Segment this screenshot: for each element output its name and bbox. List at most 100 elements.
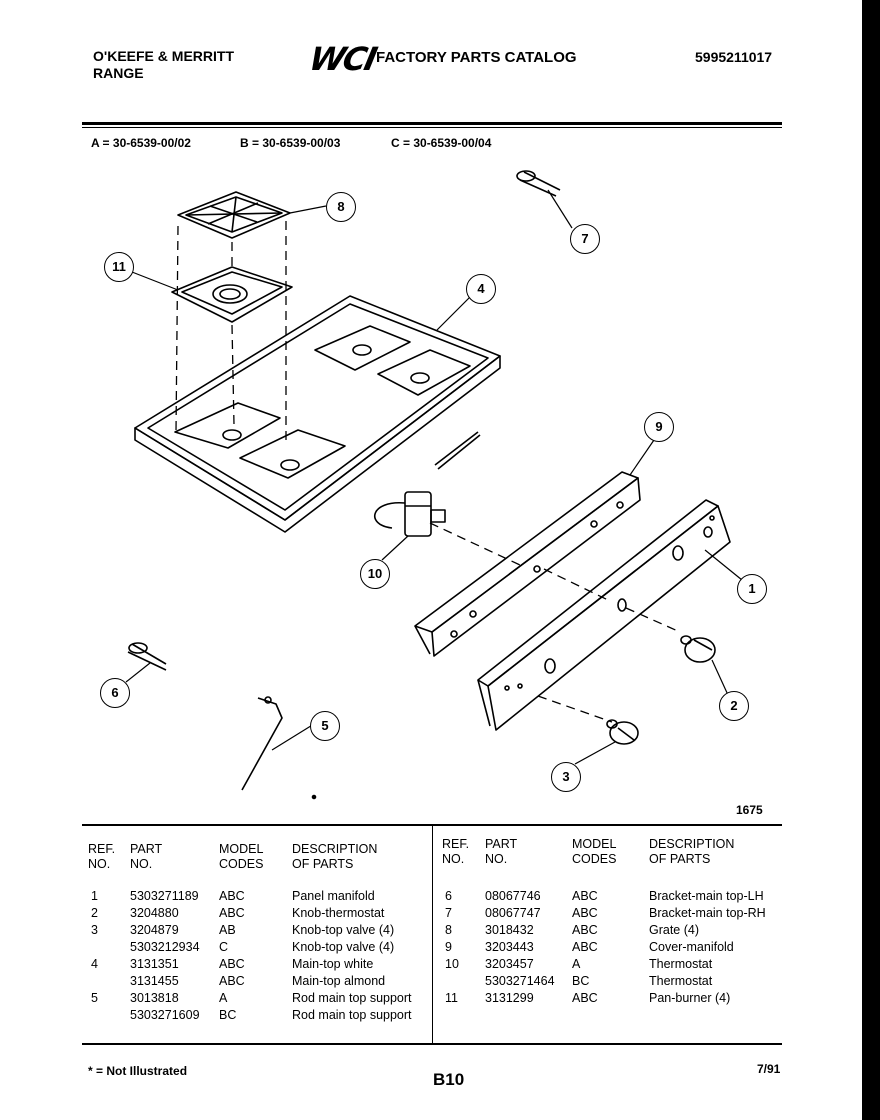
cell-model: ABC [219,974,245,988]
cell-part: 3131299 [485,991,534,1005]
callout-7: 7 [570,224,600,254]
cell-part: 5303212934 [130,940,200,954]
figure-number: 1675 [736,803,763,817]
cell-desc: Main-top white [292,957,374,971]
callout-8: 8 [326,192,356,222]
top-valve-knob-part [606,719,639,745]
cell-model: BC [219,1008,237,1022]
cell-model: ABC [572,923,598,937]
cell-desc: Cover-manifold [649,940,734,954]
cell-model: AB [219,923,236,937]
callout-5: 5 [310,711,340,741]
cell-part: 5303271609 [130,1008,200,1022]
cell-part: 3203457 [485,957,534,971]
cell-desc: Bracket-main top-RH [649,906,766,920]
brand-line-1: O'KEEFE & MERRITT [93,48,234,64]
cover-manifold-part [414,471,641,657]
panel-manifold-part [477,499,731,731]
thermostat-knob-part [680,635,716,663]
bracket-rh-part [516,170,561,197]
cell-model: A [219,991,228,1005]
cell-desc: Rod main top support [292,991,412,1005]
thermostat-part [374,431,481,537]
cell-part: 08067746 [485,889,541,903]
header-rule [82,122,782,125]
callout-3: 3 [551,762,581,792]
model-c: C = 30-6539-00/04 [391,136,492,150]
cell-part: 5303271464 [485,974,555,988]
cell-model: C [219,940,229,954]
assembly-guides [175,221,681,723]
callout-10: 10 [360,559,390,589]
catalog-date: 7/91 [757,1062,781,1076]
callout-11: 11 [104,252,134,282]
callout-2: 2 [719,691,749,721]
cell-part: 3013818 [130,991,179,1005]
cell-model: ABC [219,957,245,971]
cell-part: 3204879 [130,923,179,937]
cell-ref: 9 [445,940,452,954]
table-row: 9 3203443 ABC Cover-manifold [442,939,789,956]
cell-ref [88,939,130,956]
support-rod-part [241,696,283,791]
cell-desc: Knob-top valve (4) [292,940,395,954]
callout-6: 6 [100,678,130,708]
cell-model: A [572,957,581,971]
table-bottom-rule [82,1043,782,1045]
cell-part: 3131351 [130,957,179,971]
table-row: 5303271609 BC Rod main top support [88,1007,432,1024]
callout-9: 9 [644,412,674,442]
cell-part: 08067747 [485,906,541,920]
cell-ref: 6 [445,889,452,903]
header-ref: REF.NO. [442,837,470,866]
table-top-rule [82,824,782,826]
callout-4: 4 [466,274,496,304]
cell-ref: 7 [445,906,452,920]
leader-lines [125,189,743,765]
cell-desc: Knob-thermostat [292,906,385,920]
cell-part: 3018432 [485,923,534,937]
cell-model: ABC [572,940,598,954]
cell-desc: Thermostat [649,957,713,971]
cell-desc: Panel manifold [292,889,375,903]
table-row: 7 08067747 ABC Bracket-main top-RH [442,905,789,922]
cell-ref: 8 [445,923,452,937]
cell-desc: Bracket-main top-LH [649,889,764,903]
cell-ref: 1 [91,889,98,903]
catalog-title: FACTORY PARTS CATALOG [376,49,577,66]
catalog-number: 5995211017 [695,49,773,65]
brand-line-2: RANGE [93,65,144,81]
cell-model: ABC [572,991,598,1005]
cell-ref: 4 [91,957,98,971]
model-b: B = 30-6539-00/03 [240,136,341,150]
exploded-parts-diagram [125,170,743,800]
burner-pan-part [171,266,293,323]
cell-desc: Pan-burner (4) [649,991,731,1005]
cell-part: 3204880 [130,906,179,920]
cell-model: ABC [219,906,245,920]
cell-desc: Rod main top support [292,1008,412,1022]
table-row: 4 3131351 ABC Main-top white [88,956,432,973]
table-row: 5303212934 C Knob-top valve (4) [88,939,432,956]
cell-part: 3203443 [485,940,534,954]
cell-desc: Main-top almond [292,974,386,988]
callout-1: 1 [737,574,767,604]
cell-model: ABC [572,906,598,920]
model-a: A = 30-6539-00/02 [91,136,191,150]
cell-ref: 3 [91,923,98,937]
table-divider [432,826,433,1044]
grate-part [177,191,291,239]
cell-model: ABC [572,889,598,903]
